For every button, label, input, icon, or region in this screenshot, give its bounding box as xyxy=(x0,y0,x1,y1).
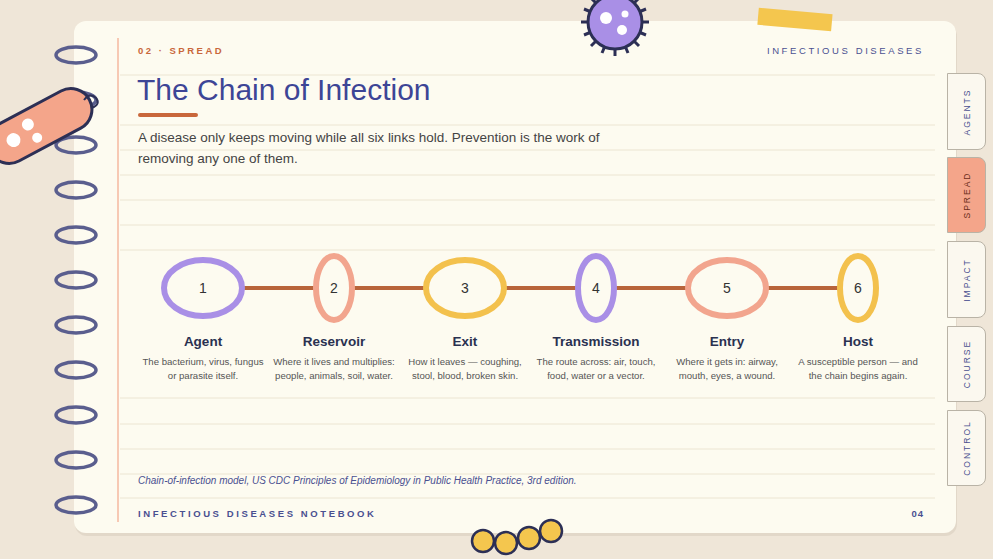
side-tab: IMPACT xyxy=(947,241,986,318)
side-tab: SPREAD xyxy=(947,157,986,233)
margin-line xyxy=(117,38,119,522)
link-heading: Reservoir xyxy=(264,333,404,351)
chain-link-node: 4TransmissionThe route across: air, touc… xyxy=(575,253,617,323)
chain-link-node: 3ExitHow it leaves — coughing, stool, bl… xyxy=(423,257,507,319)
chain-connector xyxy=(769,286,837,290)
side-tab: CONTROL xyxy=(947,410,986,486)
side-tab: COURSE xyxy=(947,326,986,402)
link-number: 5 xyxy=(685,257,769,319)
tab-label: SPREAD xyxy=(962,172,972,219)
link-heading: Host xyxy=(788,333,928,351)
page-number: 04 xyxy=(911,507,924,520)
section-tag: 02 · SPREAD xyxy=(138,44,224,57)
pill-squiggle xyxy=(84,95,98,108)
link-number: 3 xyxy=(423,257,507,319)
link-heading: Entry xyxy=(657,333,797,351)
ruled-lines xyxy=(120,75,935,498)
link-description: The route across: air, touch, food, wate… xyxy=(534,355,658,382)
link-heading: Exit xyxy=(395,333,535,351)
link-number: 4 xyxy=(575,253,617,323)
link-heading: Transmission xyxy=(526,333,666,351)
chain-connector xyxy=(245,286,313,290)
title-underline xyxy=(138,113,198,117)
page-title: The Chain of Infection xyxy=(137,72,431,108)
tab-label: CONTROL xyxy=(962,420,972,476)
source-caption: Chain-of-infection model, US CDC Princip… xyxy=(138,474,898,488)
chain-connector xyxy=(355,286,423,290)
side-tab: AGENTS xyxy=(947,73,986,150)
chain-link-node: 5EntryWhere it gets in: airway, mouth, e… xyxy=(685,257,769,319)
link-description: The bacterium, virus, fungus or parasite… xyxy=(141,355,265,382)
tape-strip xyxy=(757,8,832,31)
paper-card xyxy=(74,21,956,533)
chain-link-node: 6HostA susceptible person — and the chai… xyxy=(837,253,879,323)
virus-sticker xyxy=(581,0,649,56)
chain-connector xyxy=(507,286,575,290)
pill-sticker xyxy=(0,81,99,171)
tab-label: COURSE xyxy=(962,340,972,388)
chain-link-node: 1AgentThe bacterium, virus, fungus or pa… xyxy=(161,257,245,319)
chain-connector xyxy=(617,286,685,290)
coin-stickers xyxy=(472,520,562,554)
spiral-rings xyxy=(56,47,96,513)
tab-label: IMPACT xyxy=(962,258,972,301)
link-description: A susceptible person — and the chain beg… xyxy=(796,355,920,382)
link-number: 1 xyxy=(161,257,245,319)
tab-label: AGENTS xyxy=(962,88,972,135)
link-heading: Agent xyxy=(133,333,273,351)
link-description: Where it lives and multiplies: people, a… xyxy=(272,355,396,382)
link-number: 6 xyxy=(837,253,879,323)
link-description: How it leaves — coughing, stool, blood, … xyxy=(403,355,527,382)
chain-link-node: 2ReservoirWhere it lives and multiplies:… xyxy=(313,253,355,323)
subtitle: A disease only keeps moving while all si… xyxy=(138,127,628,169)
link-number: 2 xyxy=(313,253,355,323)
footer-label: INFECTIOUS DISEASES NOTEBOOK xyxy=(138,507,377,520)
header-label: INFECTIOUS DISEASES xyxy=(767,44,924,57)
link-description: Where it gets in: airway, mouth, eyes, a… xyxy=(665,355,789,382)
